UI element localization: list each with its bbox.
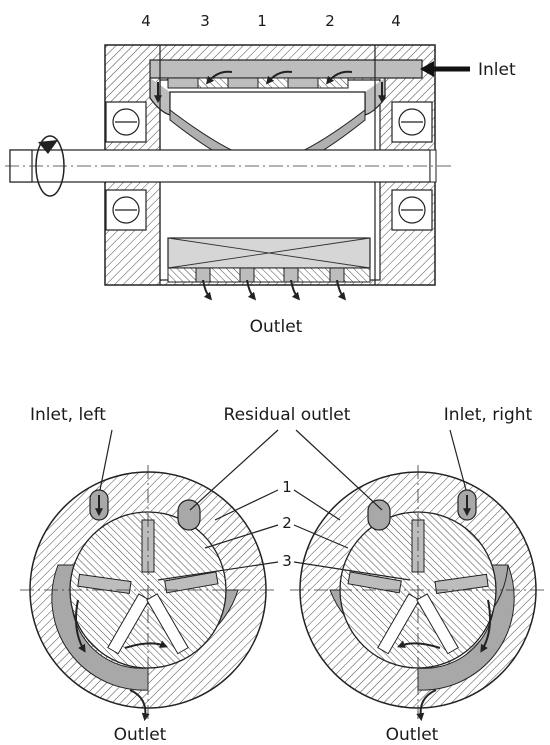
callout-1: 1 [282, 478, 292, 496]
outlet-arrow [336, 279, 347, 301]
side-section-view: 4 3 1 2 4 Inlet Outlet [5, 12, 516, 337]
outlet-arrow [290, 279, 301, 301]
outlet-right-label: Outlet [386, 725, 439, 745]
outlet-left-label: Outlet [114, 725, 167, 745]
outlet-arrow [246, 279, 257, 301]
callout-3: 3 [282, 552, 292, 570]
residual-outlet-label: Residual outlet [224, 405, 351, 425]
inlet-left-label: Inlet, left [30, 405, 106, 425]
cross-section-left [20, 465, 276, 722]
rotation-arrow [35, 135, 65, 197]
inlet-arrow [420, 61, 434, 77]
callout-2: 2 [282, 514, 292, 532]
residual-outlet-port [177, 499, 201, 531]
part-number: 1 [257, 12, 267, 30]
flow-arrow [265, 70, 293, 85]
residual-outlet-port [367, 499, 391, 531]
inlet-label: Inlet [478, 60, 516, 80]
part-number: 3 [200, 12, 210, 30]
part-number: 4 [391, 12, 401, 30]
inlet-right-label: Inlet, right [444, 405, 533, 425]
inlet-channel [149, 59, 423, 79]
part-number: 4 [141, 12, 151, 30]
outlet-arrow [202, 279, 213, 301]
outlet-label: Outlet [250, 317, 303, 337]
cross-section-right [290, 465, 546, 722]
part-number: 2 [325, 12, 335, 30]
flow-arrow [325, 70, 353, 85]
flow-arrow [205, 70, 233, 85]
